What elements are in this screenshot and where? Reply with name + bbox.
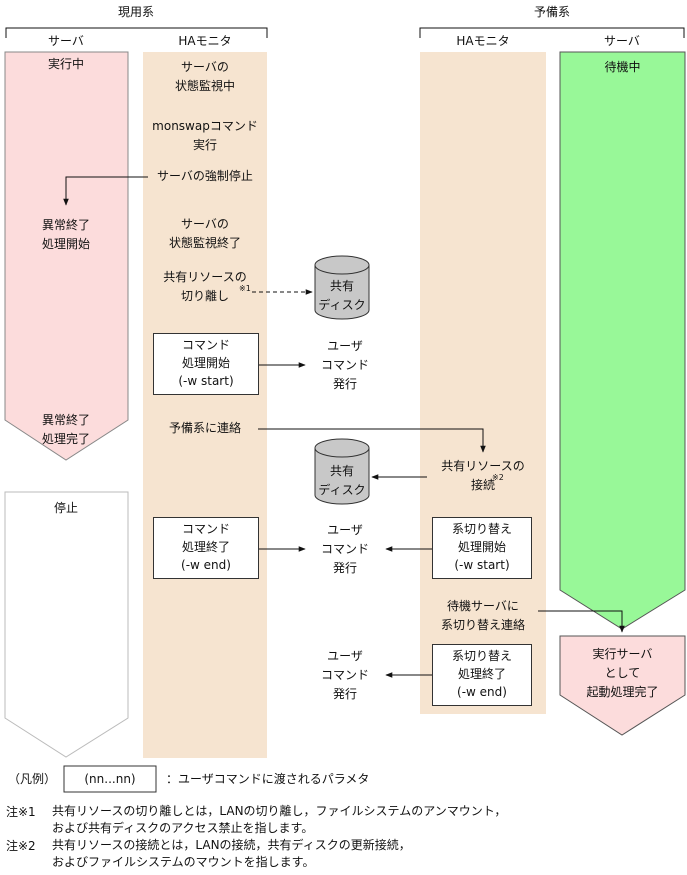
note2-label: 注※2 <box>6 839 36 853</box>
switch-end-box: 系切り替え 処理終了 (-w end) <box>432 644 532 706</box>
standby-ha-connect: 共有リソースの 接続 <box>441 459 525 492</box>
user-command-3: ユーザ コマンド 発行 <box>320 649 369 701</box>
standby-ha-header: HAモニタ <box>456 34 510 48</box>
standby-system-header: 予備系 <box>533 5 570 19</box>
primary-ha-force-stop: サーバの強制停止 <box>157 169 253 183</box>
standby-ha-lane <box>420 52 546 714</box>
standby-server-waiting-arrow <box>559 51 686 630</box>
primary-ha-notify-standby: 予備系に連絡 <box>168 421 241 435</box>
user-command-2: ユーザ コマンド 発行 <box>320 523 369 575</box>
shared-disk-cylinder-2 <box>314 438 370 505</box>
standby-ha-notify-server: 待機サーバに 系切り替え連絡 <box>440 599 525 632</box>
primary-server-executing: 実行中 <box>47 57 84 71</box>
primary-ha-detach: 共有リソースの 切り離し <box>163 270 247 303</box>
legend-description: ：ユーザコマンドに渡されるパラメタ <box>166 772 370 786</box>
primary-system-bracket <box>5 27 268 38</box>
primary-server-header: サーバ <box>48 34 84 48</box>
shared-disk-cylinder-1 <box>314 255 370 320</box>
primary-server-abnormal-done: 異常終了 処理完了 <box>41 413 90 446</box>
note1-label: 注※1 <box>6 805 36 819</box>
legend-label: （凡例） <box>8 772 57 786</box>
standby-server-waiting: 待機中 <box>604 60 641 74</box>
primary-ha-header: HAモニタ <box>178 34 232 48</box>
notify-server-arrow <box>538 610 625 633</box>
primary-ha-lane <box>143 52 267 758</box>
primary-ha-monitor-end: サーバの 状態監視終了 <box>168 217 241 250</box>
primary-server-stopped: 停止 <box>53 501 78 515</box>
shared-disk-label-2: 共有 ディスク <box>318 464 366 497</box>
switch-start-box: 系切り替え 処理開始 (-w start) <box>432 517 532 579</box>
primary-ha-note-ref1: ※1 <box>239 284 251 293</box>
standby-system-bracket <box>419 27 685 38</box>
primary-ha-monitoring: サーバの 状態監視中 <box>174 60 235 93</box>
primary-server-running-arrow <box>4 51 129 461</box>
user-command-1: ユーザ コマンド 発行 <box>320 339 369 391</box>
note2-text: 共有リソースの接続とは，LANの接続，共有ディスクの更新接続， およびファイルシ… <box>52 838 411 869</box>
cmd-end-box: コマンド 処理終了 (-w end) <box>153 517 259 579</box>
legend-sample-box <box>63 765 157 793</box>
primary-server-abnormal-start: 異常終了 処理開始 <box>41 218 90 251</box>
standby-server-started-arrow <box>559 635 686 736</box>
force-stop-arrow <box>63 176 148 206</box>
cmd-start-box: コマンド 処理開始 (-w start) <box>153 333 259 395</box>
note1-text: 共有リソースの切り離しとは，LANの切り離し，ファイルシステムのアンマウント， … <box>52 804 507 835</box>
legend-box-text: (nn...nn) <box>84 772 136 786</box>
notify-standby-arrow <box>258 428 486 453</box>
standby-server-header: サーバ <box>604 34 640 48</box>
primary-server-stopped-arrow <box>4 491 129 758</box>
primary-system-header: 現用系 <box>117 5 154 19</box>
primary-ha-monswap: monswapコマンド 実行 <box>152 119 258 152</box>
standby-ha-note-ref2: ※2 <box>492 473 504 482</box>
standby-server-started: 実行サーバ として 起動処理完了 <box>586 647 659 699</box>
shared-disk-label-1: 共有 ディスク <box>318 279 366 312</box>
